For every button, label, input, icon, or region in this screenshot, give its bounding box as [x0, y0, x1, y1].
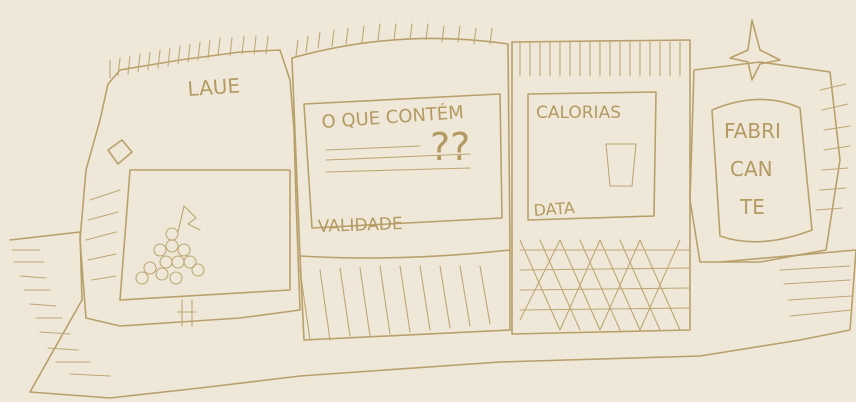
package-laue: LAUE	[80, 36, 300, 326]
label-data: DATA	[533, 198, 575, 220]
cup-icon	[606, 144, 636, 186]
label-laue: LAUE	[187, 73, 241, 101]
label-te: TE	[739, 195, 765, 219]
label-can: CAN	[730, 157, 773, 181]
label-calorias: CALORIAS	[536, 103, 621, 123]
heart-icon	[108, 140, 132, 164]
package-manufacturer: FABRI CAN TE	[690, 20, 850, 262]
grapes-icon	[136, 206, 204, 326]
package-calories: CALORIAS DATA	[512, 40, 690, 334]
label-validade: VALIDADE	[317, 214, 403, 237]
package-contents: O QUE CONTÉM ?? VALIDADE	[292, 24, 510, 340]
star-icon	[730, 20, 780, 80]
label-fabri: FABRI	[724, 119, 781, 143]
question-marks: ??	[430, 125, 470, 169]
